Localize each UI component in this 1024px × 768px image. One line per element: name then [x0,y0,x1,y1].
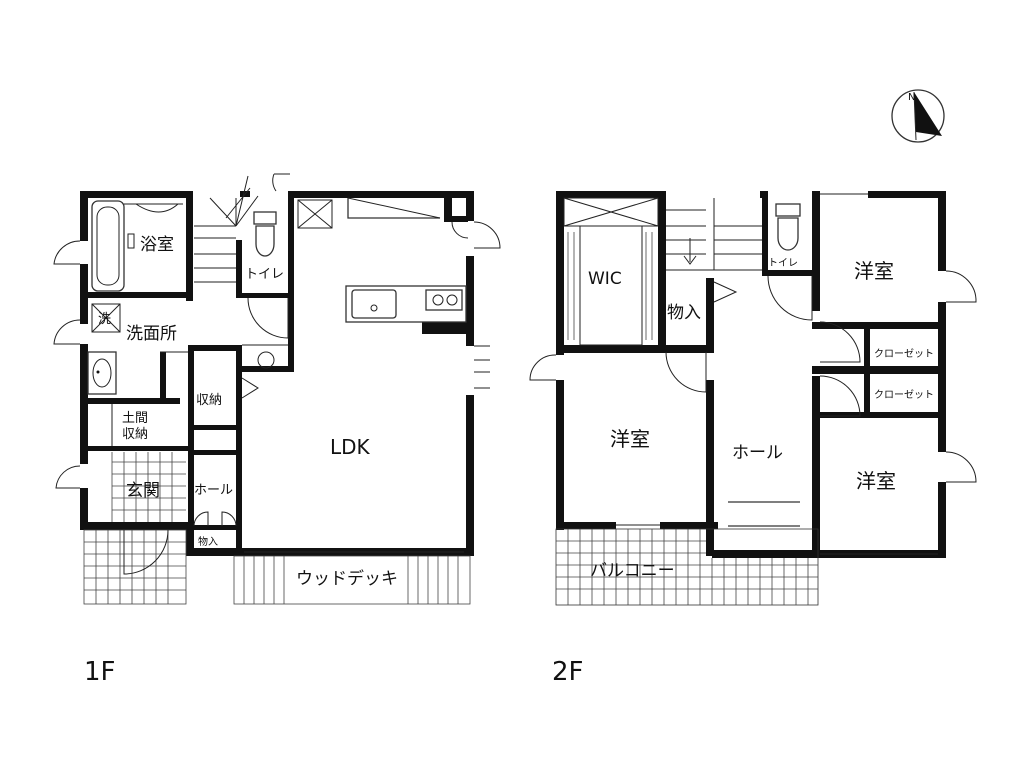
label-ldk-1f: LDK [330,435,371,459]
label-bedroom-ne-2f: 洋室 [854,259,894,283]
label-closet-b-2f: クローゼット [874,389,934,401]
label-bedroom-se-2f: 洋室 [856,469,896,493]
label-wic-2f: WIC [588,269,622,289]
floor-label-1f: 1F [84,657,116,687]
floor-1-plan: 浴室 洗 洗面所 トイレ 収納 土間 収納 玄関 ホール 物入 LDK ウッドデ… [53,173,501,687]
compass-north-label: N [908,92,915,103]
floor-label-2f: 2F [552,657,584,687]
north-arrow-icon [914,92,942,136]
label-doma-storage-1-1f: 土間 [122,411,148,426]
label-closet-1f: 物入 [198,535,218,548]
compass: N [891,89,945,143]
label-doma-storage-2-1f: 収納 [122,427,148,442]
label-closet-2f: 物入 [667,303,701,323]
label-bedroom-w-2f: 洋室 [610,427,650,451]
label-toilet-1f: トイレ [245,267,284,282]
floor-2-plan: WIC 物入 トイレ 洋室 クローゼット クローゼット 洋室 ホール 洋室 バル… [529,191,977,687]
label-deck-1f: ウッドデッキ [296,568,398,589]
label-balcony-2f: バルコニー [590,561,675,581]
label-washer-1f: 洗 [98,312,111,327]
label-bath-1f: 浴室 [140,235,174,255]
label-washroom-1f: 洗面所 [126,324,177,344]
label-closet-a-2f: クローゼット [874,348,934,360]
label-hall-2f: ホール [732,443,783,463]
label-storage-1f: 収納 [196,393,222,408]
label-hall-1f: ホール [194,483,233,498]
label-toilet-2f: トイレ [768,258,798,269]
label-entrance-1f: 玄関 [126,481,160,501]
